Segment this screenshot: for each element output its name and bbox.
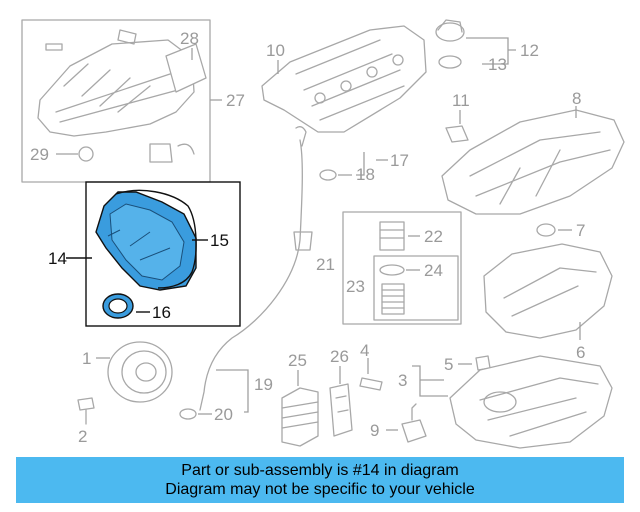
callout-11: 11 [452, 91, 470, 110]
callout-6: 6 [576, 343, 585, 362]
cap-seal-13 [438, 55, 462, 69]
oil-filter-group [342, 211, 462, 325]
callout-27: 27 [226, 91, 245, 110]
pulley-bolt [77, 397, 95, 411]
intake-gasket-28 [165, 43, 207, 93]
callout-5: 5 [444, 355, 453, 374]
callout-22: 22 [424, 227, 443, 246]
oil-filter-frame-21 [342, 211, 462, 325]
lower-cover-group [483, 243, 613, 339]
callout-15: 15 [210, 231, 229, 250]
seal-7 [536, 223, 556, 237]
leader-12-13 [466, 37, 516, 65]
callout-4: 4 [360, 341, 369, 360]
callout-1: 1 [82, 349, 91, 368]
crank-pulley [107, 341, 173, 403]
lower-cover [483, 243, 613, 339]
highlight-box-14 [85, 181, 241, 327]
callout-8: 8 [572, 89, 581, 108]
intake-sensor [149, 143, 195, 163]
callout-16: 16 [152, 303, 171, 322]
oil-filter-element [381, 283, 405, 315]
callout-19: 19 [254, 375, 273, 394]
oil-cooler-group [281, 383, 353, 447]
gasket-11 [445, 125, 469, 143]
callout-20: 20 [214, 405, 233, 424]
oil-cap-group [435, 19, 465, 69]
intake-brackets [45, 29, 137, 51]
oil-pan-group [449, 355, 613, 449]
callout-9: 9 [370, 421, 379, 440]
callout-23: 23 [346, 277, 365, 296]
upper-oil-pan-ribs [469, 131, 611, 205]
oring-20 [179, 408, 197, 420]
timing-cover-gasket-15 [115, 189, 197, 289]
dipstick-tube-clip [293, 231, 313, 251]
leader-3 [412, 365, 448, 397]
oil-filler-cap [435, 22, 465, 42]
valve-cover [261, 25, 427, 133]
banner-line-2: Diagram may not be specific to your vehi… [165, 481, 475, 498]
callout-18: 18 [356, 165, 375, 184]
oring-29 [78, 146, 94, 162]
callout-29: 29 [30, 145, 49, 164]
valve-cover-group [261, 25, 427, 133]
callout-25: 25 [288, 351, 307, 370]
callout-12: 12 [520, 41, 539, 60]
callout-10: 10 [266, 41, 285, 60]
oil-filter-cap-22 [379, 221, 405, 251]
upper-oil-pan [441, 109, 625, 215]
oil-cooler-25 [281, 387, 319, 447]
dipstick-handle [295, 126, 307, 147]
callout-13: 13 [488, 55, 507, 74]
upper-oil-pan-group [441, 109, 625, 215]
callout-21: 21 [316, 255, 335, 274]
intake-manifold [37, 39, 195, 137]
oil-filter-subframe-23 [373, 255, 459, 321]
info-banner: Part or sub-assembly is #14 in diagram D… [16, 457, 624, 503]
callout-26: 26 [330, 347, 349, 366]
callout-17: 17 [390, 151, 409, 170]
oil-level-sensor-9 [401, 419, 427, 443]
leader-17-18 [338, 152, 365, 176]
cooler-gasket-26 [329, 383, 353, 437]
crank-pulley-group [77, 341, 173, 425]
exploded-parts-diagram: 27 28 29 10 12 13 11 8 18 17 [21, 19, 625, 449]
oil-filter-oring-24 [379, 264, 405, 276]
callout-2: 2 [78, 427, 87, 446]
intake-runners [55, 63, 179, 123]
callout-3: 3 [398, 371, 407, 390]
oring-18 [319, 169, 337, 181]
timing-cover-group [85, 181, 241, 327]
callout-28: 28 [180, 29, 199, 48]
intake-manifold-group [21, 19, 211, 183]
callout-14: 14 [48, 249, 67, 268]
banner-line-1: Part or sub-assembly is #14 in diagram [181, 462, 459, 479]
gasket-4 [359, 377, 383, 391]
oil-pan [449, 355, 613, 449]
callout-24: 24 [424, 261, 443, 280]
dipstick-tube [199, 139, 303, 411]
callout-7: 7 [576, 221, 585, 240]
valve-cover-ribs [295, 39, 405, 121]
leader-19 [216, 369, 249, 413]
